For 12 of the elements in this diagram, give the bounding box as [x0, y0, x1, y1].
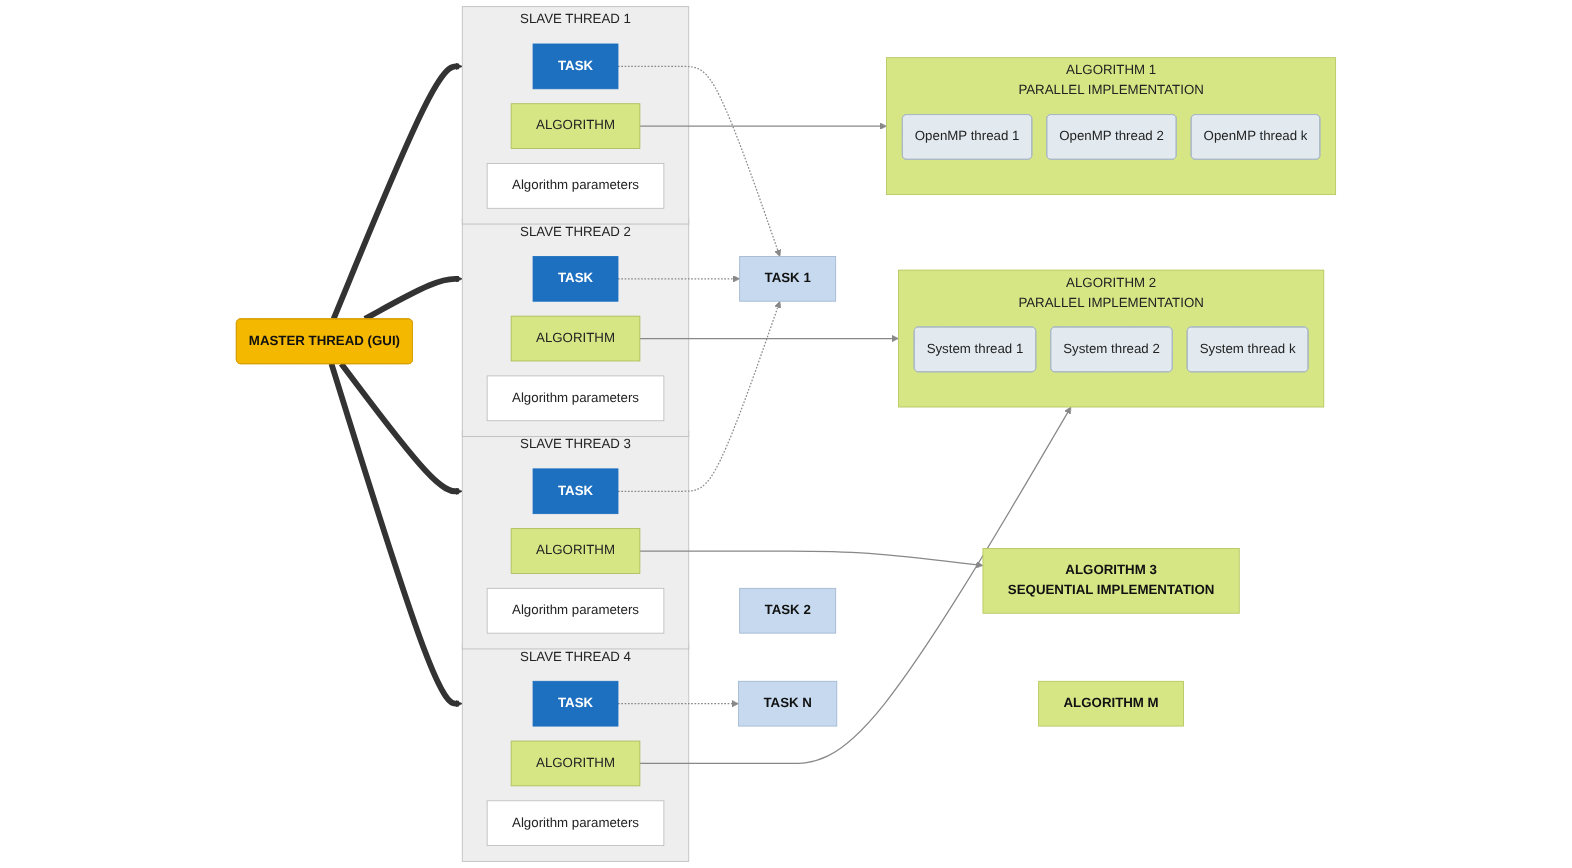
- arrow: [639, 550, 984, 569]
- arrow: [639, 334, 899, 343]
- arrow: [639, 122, 887, 130]
- arrow: [617, 700, 739, 708]
- arrow: [330, 62, 463, 320]
- arrow: [328, 362, 463, 708]
- arrow: [363, 275, 463, 322]
- arrow: [639, 406, 1072, 765]
- arrow: [338, 361, 463, 495]
- arrow: [617, 300, 782, 492]
- arrow: [617, 275, 740, 283]
- arrow: [617, 65, 782, 257]
